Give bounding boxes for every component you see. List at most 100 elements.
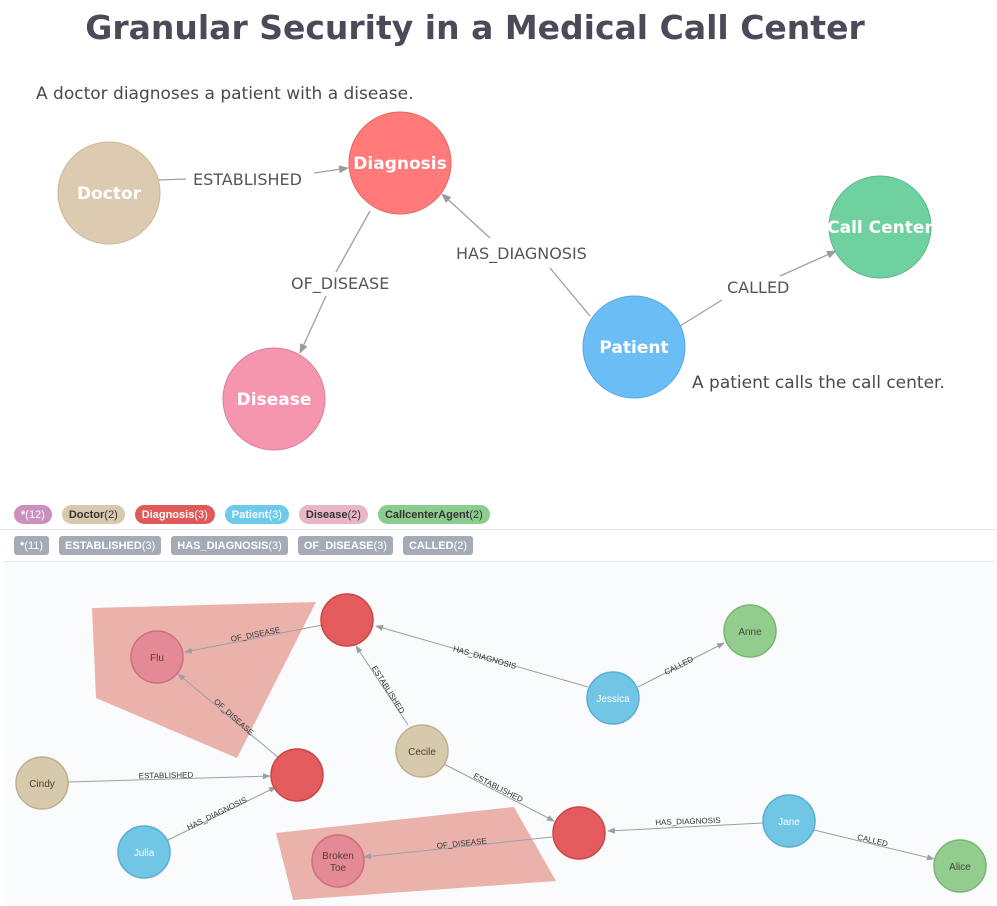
- node-disease[interactable]: [222, 347, 326, 451]
- edge-has-diagnosis-label: HAS_DIAGNOSIS: [456, 244, 587, 264]
- legend-rel-established[interactable]: ESTABLISHED(3): [59, 536, 162, 555]
- graph-svg: OF_DISEASE HAS_DIAGNOSIS CALLED ESTABLIS…: [15, 593, 987, 900]
- graph-node-alice[interactable]: [933, 839, 987, 893]
- edge-of-disease-label: OF_DISEASE: [291, 274, 389, 294]
- node-call-center-label: Call Center: [827, 218, 933, 238]
- graph-node-julia[interactable]: [117, 825, 171, 879]
- node-patient-label: Patient: [599, 338, 668, 358]
- legend-label-diagnosis-name: Diagnosis: [141, 508, 195, 521]
- graph-node-alice-label: Alice: [949, 862, 971, 873]
- legend-label-callcenteragent-count: (2): [469, 508, 483, 521]
- edge-jessica-anne: [637, 642, 725, 688]
- graph-node-diagnosis-2[interactable]: [270, 748, 324, 802]
- legend-rel-has-diagnosis-count: (3): [268, 539, 282, 552]
- legend-label-all-count: (12): [25, 508, 45, 521]
- edge-diag2-flu: [177, 673, 280, 759]
- edge-cecile-diag3: [443, 763, 555, 822]
- graph-node-cecile-label: Cecile: [408, 747, 436, 758]
- legend-label-diagnosis-count: (3): [194, 508, 208, 521]
- graph-node-julia-label: Julia: [134, 848, 155, 859]
- legend-rel-called[interactable]: CALLED(2): [402, 536, 474, 555]
- graph-node-jessica[interactable]: [586, 671, 640, 725]
- graph-node-broken-toe-label-2: Toe: [330, 863, 347, 874]
- highlight-region-flu: [92, 602, 316, 758]
- graph-node-cindy-label: Cindy: [29, 779, 55, 790]
- graph-node-flu-label: Flu: [150, 653, 164, 664]
- edge-jane-alice-label: CALLED: [856, 833, 889, 849]
- graph-node-flu[interactable]: [130, 630, 184, 684]
- page-title: Granular Security in a Medical Call Cent…: [85, 8, 865, 47]
- edge-called-line-2: [779, 250, 837, 277]
- edge-cindy-diag2-label: ESTABLISHED: [139, 771, 194, 781]
- edge-jane-diag3: [607, 822, 765, 834]
- node-call-center[interactable]: [828, 175, 932, 279]
- graph-node-anne[interactable]: [723, 604, 777, 658]
- legend-rel-established-count: (3): [141, 539, 156, 552]
- legend-label-callcenteragent[interactable]: CallcenterAgent(2): [377, 505, 490, 524]
- edge-julia-diag2-label: HAS_DIAGNOSIS: [186, 795, 249, 832]
- edge-diag1-flu: [184, 624, 323, 654]
- edge-has-diagnosis-line-2: [441, 193, 491, 239]
- edge-established-label: ESTABLISHED: [193, 170, 302, 189]
- legend-label-disease-count: (2): [347, 508, 361, 521]
- schema-caption-bottom: A patient calls the call center.: [692, 373, 945, 393]
- edge-cindy-diag2: [67, 773, 271, 783]
- graph-canvas[interactable]: OF_DISEASE HAS_DIAGNOSIS CALLED ESTABLIS…: [4, 561, 994, 905]
- graph-node-jane[interactable]: [762, 794, 816, 848]
- edge-jane-alice: [813, 829, 935, 861]
- edge-jessica-anne-label: CALLED: [663, 655, 695, 677]
- legend-label-all-name: *: [21, 508, 26, 521]
- legend-label-disease[interactable]: Disease(2): [298, 505, 368, 524]
- edge-established-line-2: [313, 165, 349, 174]
- legend-rel-of-disease[interactable]: OF_DISEASE(3): [297, 536, 393, 555]
- schema-diagram: A doctor diagnoses a patient with a dise…: [36, 84, 945, 451]
- legend-label-doctor[interactable]: Doctor(2): [61, 505, 125, 524]
- legend-rel-established-name: ESTABLISHED: [65, 539, 142, 552]
- graph-node-broken-toe[interactable]: [311, 834, 365, 888]
- graph-node-broken-toe-label-1: Broken: [322, 851, 354, 862]
- legend-rel-has-diagnosis-name: HAS_DIAGNOSIS: [177, 539, 269, 552]
- node-doctor[interactable]: [57, 141, 161, 245]
- schema-caption-top: A doctor diagnoses a patient with a dise…: [36, 84, 414, 104]
- legend-label-doctor-count: (2): [104, 508, 118, 521]
- legend-rel-called-name: CALLED: [408, 539, 454, 552]
- legend-rel-of-disease-count: (3): [373, 539, 387, 552]
- graph-node-jane-label: Jane: [778, 817, 800, 828]
- graph-node-jessica-label: Jessica: [596, 694, 630, 705]
- edge-jane-diag3-label: HAS_DIAGNOSIS: [655, 816, 721, 827]
- edge-jessica-diag1: [375, 625, 589, 688]
- node-diagnosis[interactable]: [348, 111, 452, 215]
- edge-julia-diag2: [165, 786, 277, 842]
- edge-called-line: [679, 299, 723, 327]
- legend-label-diagnosis[interactable]: Diagnosis(3): [134, 505, 215, 524]
- legend-rel-all-count: (11): [24, 539, 44, 552]
- graph-node-cecile[interactable]: [395, 724, 449, 778]
- edge-has-diagnosis-line: [549, 267, 591, 317]
- node-doctor-label: Doctor: [77, 184, 142, 204]
- edge-called-label: CALLED: [727, 278, 789, 297]
- edge-of-disease-line-2: [299, 295, 327, 354]
- graph-node-anne-label: Anne: [738, 627, 762, 638]
- legend-rel-called-count: (2): [453, 539, 468, 552]
- node-disease-label: Disease: [237, 390, 312, 410]
- graph-node-diagnosis-3[interactable]: [552, 806, 606, 860]
- legend-label-patient-name: Patient: [231, 508, 269, 521]
- edge-established-line: [157, 178, 187, 181]
- relationship-legend: *(11) ESTABLISHED(3) HAS_DIAGNOSIS(3) OF…: [14, 536, 474, 555]
- graph-node-diagnosis-1[interactable]: [320, 593, 374, 647]
- legend-label-callcenteragent-name: CallcenterAgent: [384, 508, 470, 521]
- graph-node-cindy[interactable]: [15, 756, 69, 810]
- legend-label-all[interactable]: *(12): [14, 505, 52, 524]
- legend-divider: [0, 529, 997, 530]
- label-legend: *(12) Doctor(2) Diagnosis(3) Patient(3) …: [14, 505, 490, 524]
- legend-rel-all-name: *: [20, 539, 25, 552]
- legend-label-patient[interactable]: Patient(3): [224, 505, 289, 524]
- node-patient[interactable]: [582, 295, 686, 399]
- node-diagnosis-label: Diagnosis: [353, 154, 446, 174]
- legend-rel-has-diagnosis[interactable]: HAS_DIAGNOSIS(3): [171, 536, 288, 555]
- edge-diag3-brokentoe: [363, 836, 553, 860]
- edge-jessica-diag1-label: HAS_DIAGNOSIS: [452, 644, 517, 671]
- edge-cecile-diag3-label: ESTABLISHED: [472, 771, 525, 804]
- legend-rel-of-disease-name: OF_DISEASE: [303, 539, 374, 552]
- legend-rel-all[interactable]: *(11): [14, 536, 50, 555]
